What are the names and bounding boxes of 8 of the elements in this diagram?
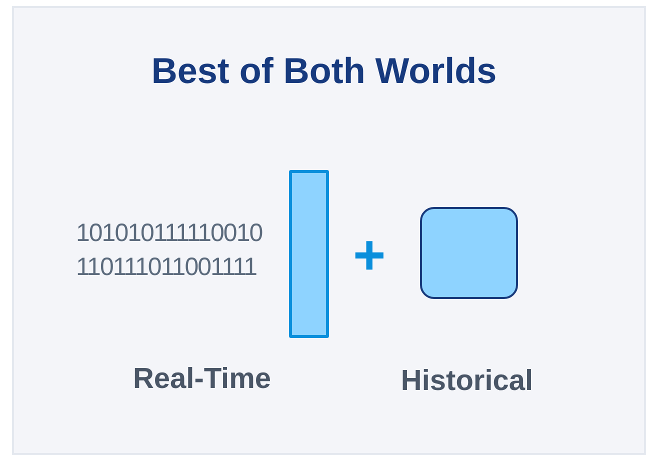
binary-text: 110111011001111 [76, 255, 257, 280]
node-label: Real-Time [132, 363, 272, 396]
node-label: Historical [400, 365, 534, 398]
rounded-square [420, 207, 518, 299]
highlight-bar [289, 170, 329, 338]
binary-text: 101010111110010 [76, 221, 262, 246]
plus-sign: + [353, 227, 386, 283]
title: Best of Both Worlds [150, 50, 498, 92]
